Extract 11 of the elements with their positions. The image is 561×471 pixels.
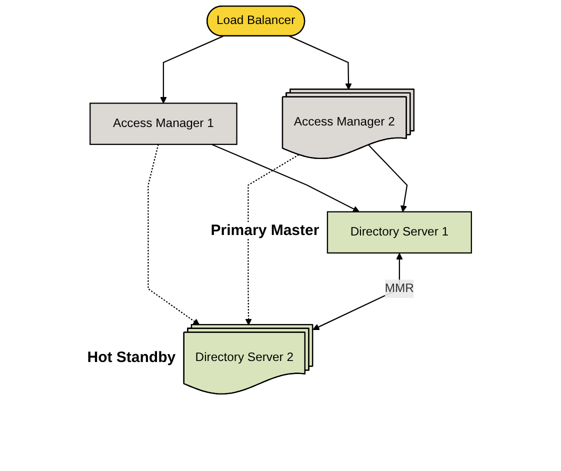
node-caption: Primary Master [208, 222, 322, 240]
arrow [147, 144, 200, 326]
arrow [160, 36, 224, 104]
node-box: Access Manager 1 [89, 102, 238, 145]
node-box: Directory Server 1 [326, 211, 472, 254]
edge-label: MMR [384, 282, 414, 295]
arrow [368, 144, 408, 212]
arrow [211, 144, 360, 212]
node-caption: Hot Standby [85, 349, 178, 366]
arrow [288, 36, 352, 90]
arrow [244, 154, 299, 326]
